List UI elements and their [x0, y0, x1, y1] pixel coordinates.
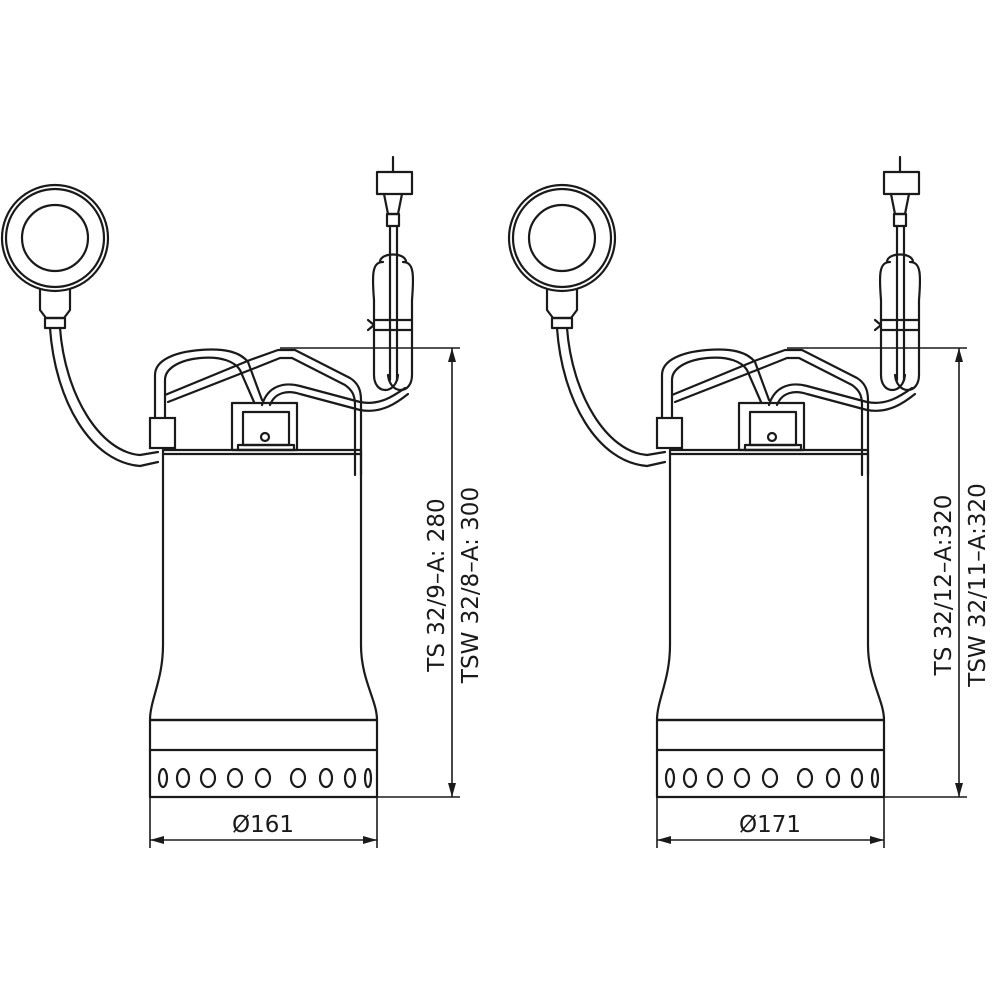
diameter-label-left: Ø161 — [232, 812, 294, 838]
pump-drawing-left — [0, 155, 462, 850]
height-label-ts-right: TS 32/12–A:320 — [931, 495, 957, 677]
height-label-tsw-right: TSW 32/11–A:320 — [965, 483, 991, 687]
height-label-tsw-left: TSW 32/8–A: 300 — [458, 487, 484, 684]
diameter-label-right: Ø171 — [739, 812, 801, 838]
height-label-ts-left: TS 32/9–A: 280 — [424, 498, 450, 672]
pump-drawing-right — [507, 155, 969, 850]
